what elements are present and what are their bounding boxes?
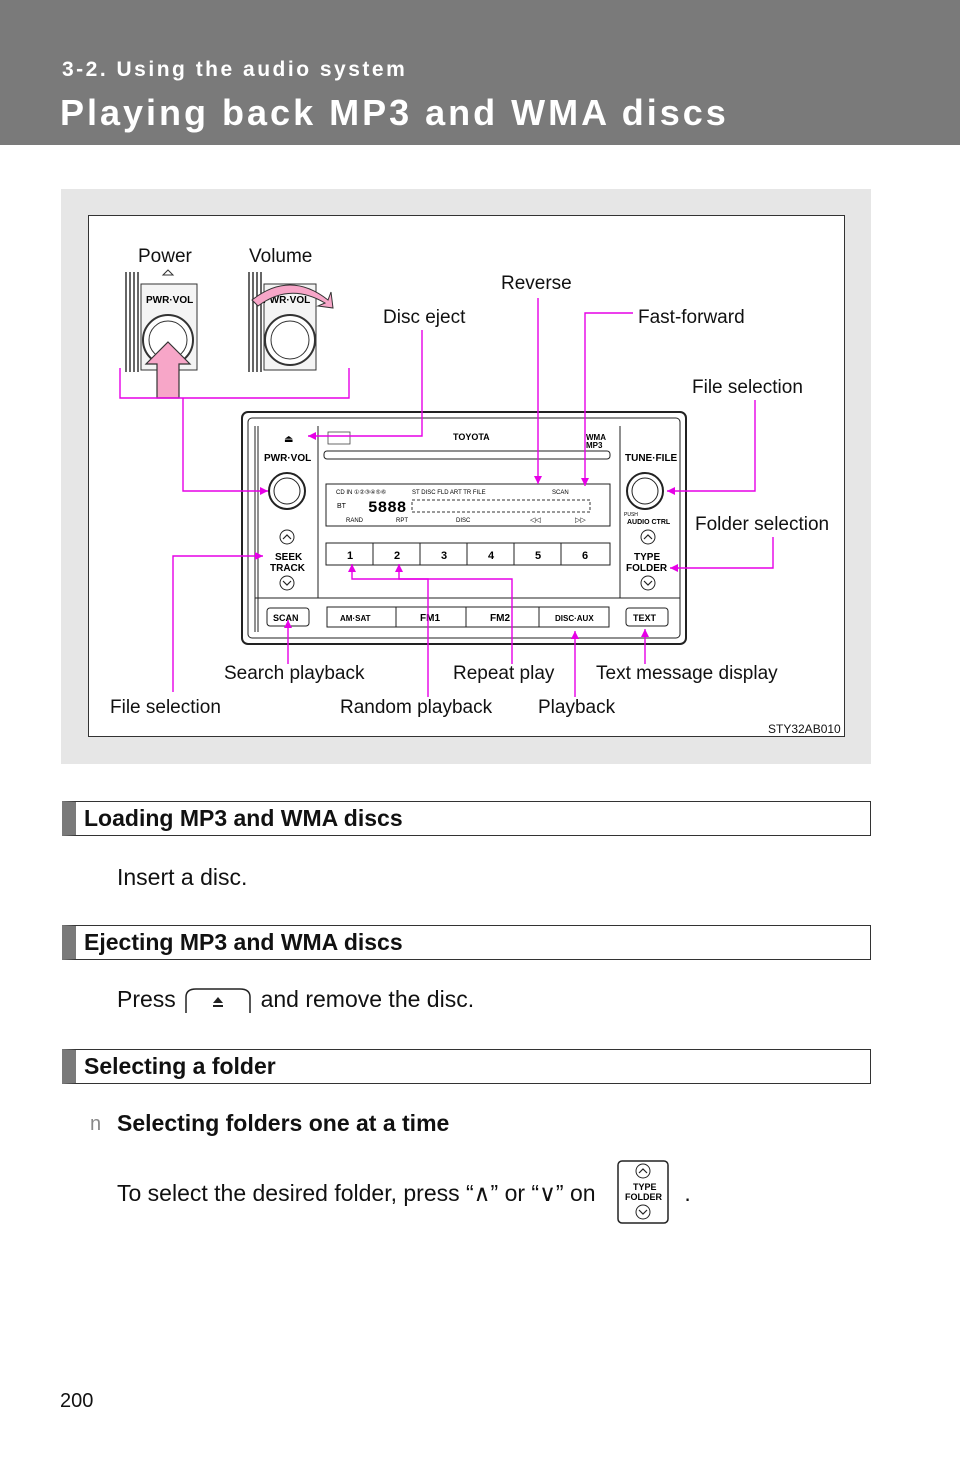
heading-loading: Loading MP3 and WMA discs — [62, 801, 871, 836]
disc-aux-label: DISC·AUX — [555, 614, 594, 623]
ejecting-remove: and remove the disc. — [260, 986, 475, 1012]
callout-disc-eject: Disc eject — [383, 307, 466, 328]
pwr-vol-label: PWR·VOL — [146, 295, 193, 306]
rpt-label: RPT — [396, 518, 408, 524]
eject-button-icon — [185, 988, 251, 1013]
rand-label: RAND — [346, 518, 364, 524]
preset-buttons: 1 2 3 4 5 6 — [325, 542, 611, 566]
head-unit: ⏏ TOYOTA WMA MP3 PWR·VOL TUNE·FILE PUSH … — [241, 411, 687, 645]
section-label: 3-2. Using the audio system — [62, 58, 408, 81]
preset-4: 4 — [488, 550, 495, 562]
push-label: PUSH — [624, 512, 638, 518]
fm2-label: FM2 — [490, 613, 510, 624]
folder-instruction-period: . — [684, 1179, 691, 1206]
preset-2: 2 — [394, 550, 400, 562]
type-folder-button-icon: TYPE FOLDER — [617, 1160, 669, 1224]
mp3-logo: MP3 — [586, 441, 603, 450]
preset-1: 1 — [347, 550, 353, 562]
loading-instruction: Insert a disc. — [117, 864, 248, 890]
heading-selecting-folder-text: Selecting a folder — [84, 1053, 276, 1079]
callout-search-playback: Search playback — [224, 663, 365, 684]
key-type-label: TYPE — [633, 1182, 657, 1192]
figure-code: STY32AB010 — [768, 722, 841, 736]
ejecting-press: Press — [117, 986, 176, 1012]
callout-fast-forward: Fast-forward — [638, 307, 745, 328]
callout-lines — [119, 298, 774, 697]
svg-text:▷▷: ▷▷ — [575, 517, 586, 524]
unit-pwr-vol: PWR·VOL — [264, 453, 311, 464]
display-indicators: ST DISC FLD ART TR FILE — [412, 490, 486, 496]
audio-ctrl-label: AUDIO CTRL — [627, 519, 671, 526]
pwr-vol-knob-label: PWR·VOL — [263, 295, 310, 306]
display-cd-indicators: CD IN ①②③④⑤⑥ — [336, 489, 386, 496]
callout-random-playback: Random playback — [340, 697, 493, 718]
fm1-label: FM1 — [420, 613, 440, 624]
heading-selecting-folder: Selecting a folder — [62, 1049, 871, 1084]
svg-text:⏏: ⏏ — [284, 434, 293, 445]
callout-arrowheads — [255, 432, 678, 639]
callout-text-message-display: Text message display — [596, 663, 778, 684]
heading-ejecting: Ejecting MP3 and WMA discs — [62, 925, 871, 960]
volume-knob-illustration: PWR·VOL — [248, 272, 334, 372]
wma-logo: WMA — [586, 433, 606, 442]
page-title: Playing back MP3 and WMA discs — [60, 92, 729, 133]
callout-playback: Playback — [538, 697, 616, 718]
folder-label: FOLDER — [626, 563, 668, 574]
disc-label: DISC — [456, 518, 471, 524]
callout-volume: Volume — [249, 246, 313, 267]
bullet-icon: n — [90, 1113, 102, 1135]
display-scan: SCAN — [552, 490, 569, 496]
callout-file-selection-right: File selection — [692, 377, 803, 398]
ejecting-instruction: Press and remove the disc. — [117, 986, 474, 1015]
callout-repeat-play: Repeat play — [453, 663, 555, 684]
tune-file-label: TUNE·FILE — [625, 453, 678, 464]
folder-subtitle: Selecting folders one at a time — [117, 1110, 450, 1136]
am-sat-label: AM·SAT — [340, 614, 371, 623]
folder-instruction: To select the desired folder, press “∧” … — [117, 1160, 691, 1226]
svg-text:◁◁: ◁◁ — [530, 517, 541, 524]
callout-reverse: Reverse — [501, 273, 572, 294]
brand-label: TOYOTA — [453, 432, 490, 442]
text-button-label: TEXT — [633, 613, 657, 623]
header-band — [0, 0, 960, 145]
key-folder-label: FOLDER — [625, 1192, 662, 1202]
bt-label: BT — [337, 503, 347, 510]
track-label: TRACK — [270, 563, 306, 574]
power-knob-illustration: PWR·VOL — [125, 269, 198, 399]
folder-instruction-text: To select the desired folder, press “∧” … — [117, 1179, 596, 1206]
scan-label: SCAN — [273, 613, 299, 623]
preset-3: 3 — [441, 550, 447, 562]
heading-loading-text: Loading MP3 and WMA discs — [84, 805, 403, 831]
preset-5: 5 — [535, 550, 541, 562]
audio-unit-diagram: PWR·VOL PWR·VOL ⏏ TOYOTA WMA MP3 PWR·VOL… — [119, 269, 774, 697]
callout-file-selection-left: File selection — [110, 697, 221, 718]
display-segments: 5888 — [368, 499, 406, 517]
callout-folder-selection: Folder selection — [695, 514, 830, 535]
page-number: 200 — [60, 1390, 94, 1412]
callout-power: Power — [138, 246, 192, 267]
rotate-arrow — [251, 284, 334, 309]
preset-6: 6 — [582, 550, 588, 562]
heading-ejecting-text: Ejecting MP3 and WMA discs — [84, 929, 403, 955]
type-label: TYPE — [634, 552, 660, 563]
seek-label: SEEK — [275, 552, 303, 563]
